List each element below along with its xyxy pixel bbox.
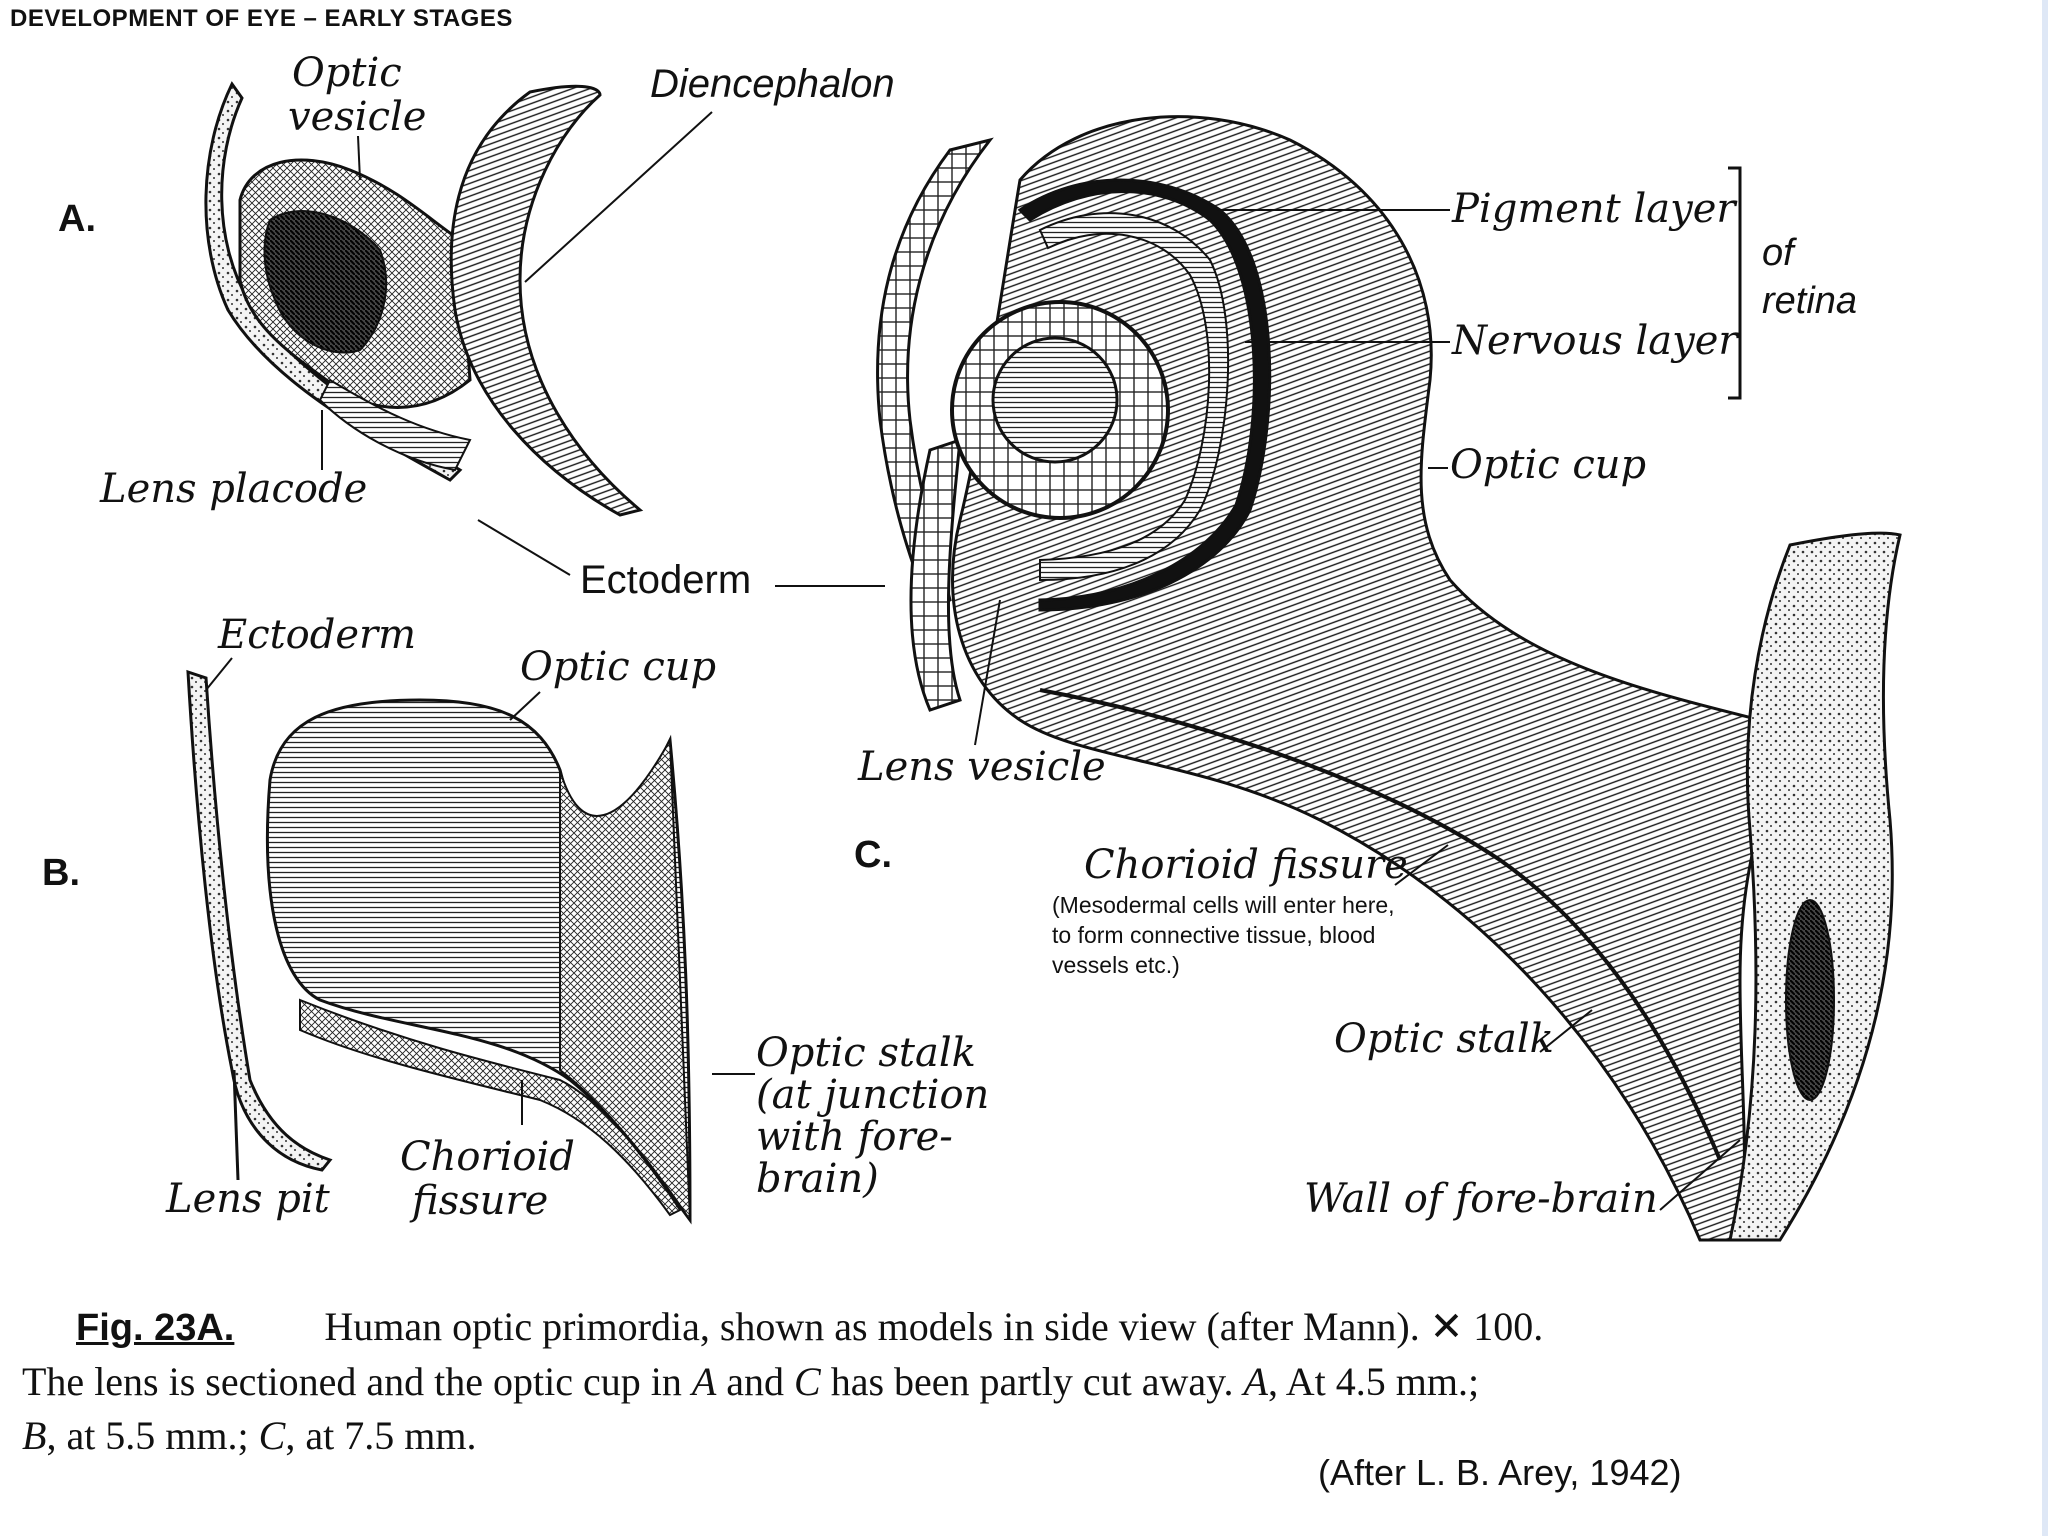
caption-line-3: B, at 5.5 mm.; C, at 7.5 mm.	[22, 1409, 1982, 1463]
panel-b-stalk-shading	[559, 736, 692, 1224]
retina-bracket	[1728, 166, 1742, 400]
window-edge-bar	[2042, 0, 2048, 1536]
label-c-of-retina-1: of	[1762, 232, 1794, 274]
label-ectoderm-shared: Ectoderm	[580, 558, 752, 602]
label-a-lens-placode: Lens placode	[100, 466, 368, 512]
panel-a-letter: A.	[58, 198, 96, 240]
label-c-optic-cup: Optic cup	[1450, 442, 1647, 488]
caption-text-3-B: B	[22, 1413, 47, 1458]
panel-c-forebrain-wall	[1728, 531, 1902, 1242]
caption-text-2a: The lens is sectioned and the optic cup …	[22, 1359, 692, 1404]
caption-text-2d: , At 4.5 mm.;	[1267, 1359, 1480, 1404]
leader-a-ectoderm	[477, 519, 571, 576]
panel-c-chorioid-fissure	[1039, 688, 1722, 1161]
panel-c-optic-cup-outer	[951, 115, 1792, 1242]
label-a-diencephalon: Diencephalon	[650, 62, 895, 106]
label-c-wall-of-forebrain: Wall of fore-brain	[1304, 1176, 1658, 1222]
leader-b-lens-pit	[232, 1069, 240, 1181]
panel-a-lens-placode	[318, 378, 472, 472]
label-b-optic-stalk-3: with fore-	[756, 1114, 953, 1160]
panel-b-drawing	[186, 657, 755, 1225]
label-c-optic-stalk: Optic stalk	[1334, 1016, 1554, 1062]
leader-a-optic-vesicle	[357, 135, 361, 181]
panel-c-lens-cavity	[991, 336, 1119, 464]
label-b-chorioid-fissure-2: fissure	[412, 1178, 549, 1224]
label-c-of-retina-2: retina	[1762, 280, 1858, 322]
figure-caption: Fig. 23A. Human optic primordia, shown as…	[22, 1300, 1982, 1463]
label-c-nervous-layer: Nervous layer	[1452, 318, 1738, 364]
panel-a-drawing	[204, 81, 713, 576]
caption-text-3b: , at 7.5 mm.	[285, 1413, 477, 1458]
panel-a-vesicle-cavity	[263, 210, 388, 354]
leader-c-optic-stalk	[1539, 1009, 1593, 1053]
caption-text-2b: and	[716, 1359, 795, 1404]
leader-a-diencephalon	[524, 111, 713, 283]
caption-text-2-C: C	[794, 1359, 821, 1404]
leader-c-forebrain-wall	[1659, 1139, 1741, 1211]
label-c-note-1: (Mesodermal cells will enter here,	[1052, 892, 1395, 918]
attribution: (After L. B. Arey, 1942)	[1318, 1452, 1682, 1493]
caption-text-3a: , at 5.5 mm.;	[46, 1413, 259, 1458]
label-a-optic-vesicle-2: vesicle	[288, 94, 427, 140]
panel-c-forebrain-lumen	[1785, 899, 1835, 1101]
panel-b-fissure	[299, 998, 682, 1217]
panel-b-ectoderm	[186, 669, 333, 1172]
label-b-optic-stalk-1: Optic stalk	[756, 1030, 976, 1076]
page-header: DEVELOPMENT OF EYE – EARLY STAGES	[10, 5, 513, 32]
label-c-note-3: vessels etc.)	[1052, 952, 1180, 978]
panel-c-letter: C.	[854, 834, 892, 876]
panel-b-letter: B.	[42, 852, 80, 894]
leader-b-ectoderm	[205, 657, 233, 691]
caption-text-2c: has been partly cut away.	[820, 1359, 1244, 1404]
label-b-optic-stalk-4: brain)	[756, 1156, 879, 1202]
caption-text-1: Human optic primordia, shown as models i…	[324, 1304, 1544, 1349]
label-b-ectoderm: Ectoderm	[218, 612, 417, 658]
panel-a-diencephalon	[449, 84, 644, 517]
caption-fig-label: Fig. 23A.	[76, 1307, 235, 1349]
caption-line-2: The lens is sectioned and the optic cup …	[22, 1355, 1982, 1409]
label-b-chorioid-fissure-1: Chorioid	[400, 1134, 575, 1180]
caption-text-2-A2: A	[1243, 1359, 1268, 1404]
label-c-pigment-layer: Pigment layer	[1452, 186, 1736, 232]
label-c-chorioid-fissure: Chorioid fissure	[1084, 842, 1408, 888]
label-c-note-2: to form connective tissue, blood	[1052, 922, 1376, 948]
label-b-optic-cup: Optic cup	[520, 644, 717, 690]
leader-b-optic-cup	[509, 691, 541, 721]
label-a-optic-vesicle-1: Optic	[292, 50, 402, 96]
panel-c-pigment-layer	[1017, 178, 1272, 612]
leader-c-chorioid-fissure	[1394, 844, 1449, 886]
panel-c-nervous-layer	[1038, 212, 1230, 582]
label-b-optic-stalk-2: (at junction	[756, 1072, 990, 1118]
caption-line-1: Fig. 23A. Human optic primordia, shown as…	[22, 1300, 1982, 1355]
caption-text-3-C: C	[258, 1413, 286, 1458]
leader-c-lens-vesicle	[974, 599, 1001, 746]
label-c-lens-vesicle: Lens vesicle	[858, 744, 1106, 790]
caption-text-2-A: A	[691, 1359, 717, 1404]
label-b-lens-pit: Lens pit	[166, 1176, 330, 1222]
panel-c-drawing	[775, 115, 1902, 1242]
panel-c-ectoderm-lower	[909, 437, 962, 712]
